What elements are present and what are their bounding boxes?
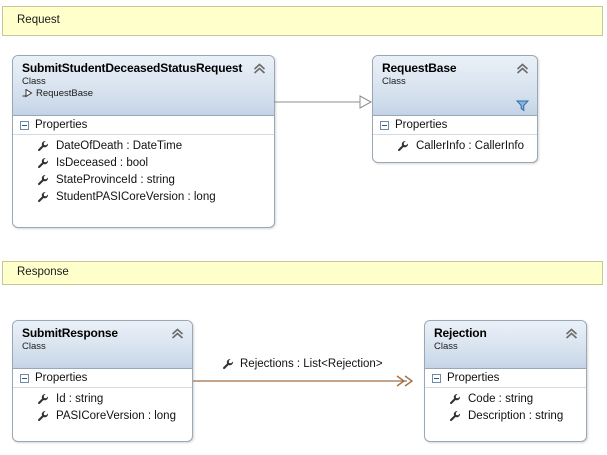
class-stereotype: Class [22, 76, 46, 87]
member-list: CallerInfo : CallerInfo [373, 135, 537, 158]
section-banner-response: Response [2, 261, 603, 285]
compartment-properties-header[interactable]: Properties [373, 116, 537, 135]
chevron-double-up-icon[interactable] [516, 63, 529, 75]
wrench-icon [37, 157, 49, 169]
compartment-properties-header[interactable]: Properties [425, 369, 586, 388]
funnel-icon[interactable] [515, 99, 530, 112]
wrench-icon [37, 174, 49, 186]
class-header: RequestBase Class [373, 56, 537, 116]
class-base-label: RequestBase [36, 88, 94, 99]
compartment-label: Properties [447, 372, 500, 384]
inheritance-arrow-icon [22, 88, 33, 99]
compartment-properties-header[interactable]: Properties [13, 116, 274, 135]
list-item[interactable]: DateOfDeath : DateTime [13, 137, 274, 154]
class-name: SubmitStudentDeceasedStatusRequest [22, 61, 243, 75]
member-label: StudentPASICoreVersion : long [56, 190, 216, 203]
list-item[interactable]: IsDeceased : bool [13, 154, 274, 171]
class-base-type: RequestBase [22, 88, 266, 100]
class-stereotype: Class [434, 341, 458, 352]
member-label: Code : string [468, 392, 534, 405]
member-list: Id : string PASICoreVersion : long [13, 388, 192, 428]
minus-box-icon[interactable] [432, 373, 441, 383]
member-label: DateOfDeath : DateTime [56, 139, 183, 152]
list-item[interactable]: Id : string [13, 390, 192, 407]
list-item[interactable]: Code : string [425, 390, 586, 407]
chevron-double-up-icon[interactable] [171, 328, 184, 340]
minus-box-icon[interactable] [20, 373, 29, 383]
connector-inheritance-submit-request-to-request-base[interactable] [274, 94, 374, 110]
member-list: DateOfDeath : DateTime IsDeceased : bool… [13, 135, 274, 209]
section-banner-label: Response [17, 266, 69, 279]
member-label: Description : string [468, 409, 564, 422]
member-list: Code : string Description : string [425, 388, 586, 428]
class-shape-submit-response[interactable]: SubmitResponse Class Properties Id : str… [12, 320, 193, 442]
member-label: IsDeceased : bool [56, 156, 149, 169]
class-name: SubmitResponse [22, 326, 118, 340]
minus-box-icon[interactable] [380, 120, 389, 130]
list-item[interactable]: StudentPASICoreVersion : long [13, 188, 274, 205]
connector-association-submit-response-to-rejection[interactable] [193, 373, 423, 389]
wrench-icon [222, 358, 234, 370]
list-item[interactable]: Description : string [425, 407, 586, 424]
class-header: SubmitStudentDeceasedStatusRequest Class… [13, 56, 274, 116]
association-label-rejections[interactable]: Rejections : List<Rejection> [222, 358, 383, 370]
wrench-icon [37, 393, 49, 405]
class-stereotype: Class [382, 76, 406, 87]
list-item[interactable]: PASICoreVersion : long [13, 407, 192, 424]
class-name: RequestBase [382, 61, 457, 75]
member-label: StateProvinceId : string [56, 173, 175, 186]
compartment-label: Properties [395, 119, 448, 131]
wrench-icon [397, 140, 409, 152]
class-stereotype: Class [22, 341, 46, 352]
section-banner-request: Request [2, 6, 603, 36]
member-label: Id : string [56, 392, 104, 405]
chevron-double-up-icon[interactable] [565, 328, 578, 340]
association-label-text: Rejections : List<Rejection> [240, 358, 383, 370]
class-shape-request-base[interactable]: RequestBase Class Properties CallerInfo … [372, 55, 538, 163]
wrench-icon [449, 410, 461, 422]
wrench-icon [449, 393, 461, 405]
member-label: PASICoreVersion : long [56, 409, 176, 422]
wrench-icon [37, 140, 49, 152]
class-name: Rejection [434, 326, 487, 340]
section-banner-label: Request [17, 14, 60, 27]
list-item[interactable]: StateProvinceId : string [13, 171, 274, 188]
class-shape-submit-student-deceased-status-request[interactable]: SubmitStudentDeceasedStatusRequest Class… [12, 55, 275, 228]
class-header: SubmitResponse Class [13, 321, 192, 369]
chevron-double-up-icon[interactable] [253, 63, 266, 75]
list-item[interactable]: CallerInfo : CallerInfo [373, 137, 537, 154]
compartment-properties-header[interactable]: Properties [13, 369, 192, 388]
wrench-icon [37, 410, 49, 422]
member-label: CallerInfo : CallerInfo [416, 139, 525, 152]
class-header: Rejection Class [425, 321, 586, 369]
wrench-icon [37, 191, 49, 203]
compartment-label: Properties [35, 119, 88, 131]
class-shape-rejection[interactable]: Rejection Class Properties Code : string [424, 320, 587, 442]
minus-box-icon[interactable] [20, 120, 29, 130]
compartment-label: Properties [35, 372, 88, 384]
